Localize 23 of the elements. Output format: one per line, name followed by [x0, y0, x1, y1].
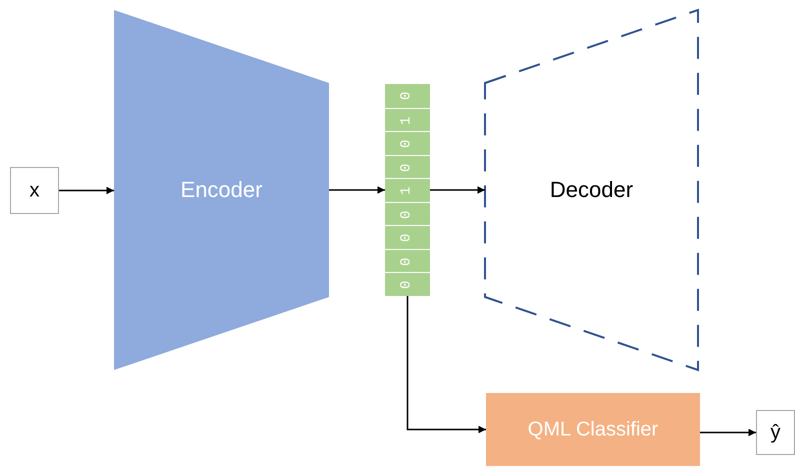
symbol-label: ŷ: [770, 421, 782, 444]
latent-vector-bar: [385, 84, 430, 296]
bit-digit: 0: [398, 163, 416, 172]
bit-digit: 0: [398, 234, 416, 242]
arrow: [430, 186, 485, 194]
symbol-label: x: [28, 179, 40, 202]
output-box: [756, 410, 795, 455]
arrow: [59, 186, 114, 194]
arrow: [406, 296, 486, 434]
bit-digit: 1: [398, 116, 416, 125]
bit-digit: 0: [398, 281, 416, 290]
encoder-label: Encoder: [180, 177, 264, 203]
classifier-box: [486, 393, 700, 466]
input-box: [10, 167, 59, 214]
bit-digit: 1: [398, 186, 416, 196]
bit-digit: 0: [398, 140, 416, 148]
bit-digit: 0: [398, 92, 416, 100]
bit-digit: 0: [398, 257, 416, 266]
arrow: [329, 186, 385, 194]
decoder-label: Decoder: [548, 177, 634, 203]
classifier-label: QML Classifier: [526, 418, 660, 441]
bit-digit: 0: [398, 210, 416, 219]
arrow: [700, 428, 756, 436]
